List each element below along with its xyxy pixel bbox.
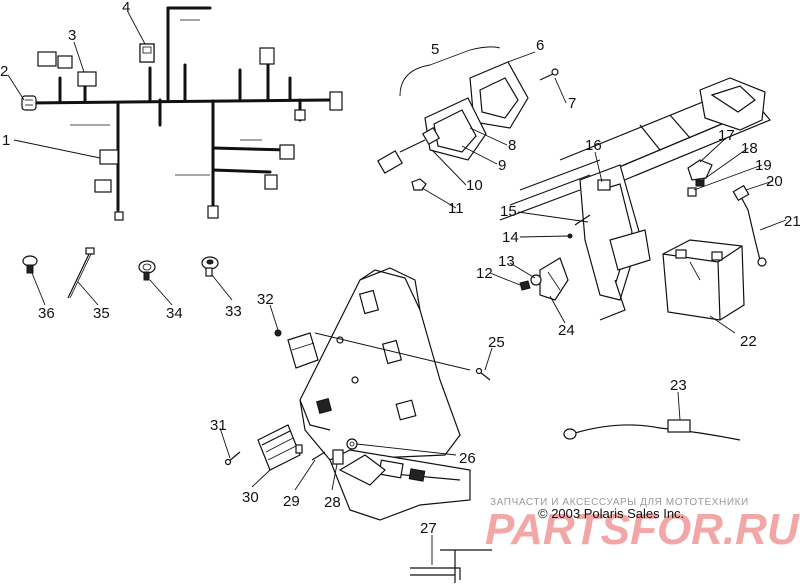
nut-11 <box>411 178 427 191</box>
callout-36: 36 <box>38 305 55 322</box>
mounting-plate <box>299 267 461 461</box>
callout-26: 26 <box>459 450 476 467</box>
callout-10: 10 <box>466 177 483 194</box>
callout-33: 33 <box>225 303 242 320</box>
battery-cable-21 <box>732 184 767 267</box>
callout-19: 19 <box>755 157 772 174</box>
callout-2: 2 <box>0 63 8 80</box>
spacer-28 <box>332 449 344 465</box>
callout-24: 24 <box>558 322 575 339</box>
callout-1: 1 <box>2 132 10 149</box>
screw-7 <box>539 68 559 81</box>
bolt-25 <box>475 367 491 381</box>
callout-11: 11 <box>448 200 464 217</box>
callout-12: 12 <box>476 265 493 282</box>
callout-3: 3 <box>68 27 76 44</box>
rectifier-32 <box>274 329 319 369</box>
callout-28: 28 <box>324 494 341 511</box>
callout-22: 22 <box>740 333 757 350</box>
callout-4: 4 <box>122 0 130 16</box>
callout-7: 7 <box>568 95 576 112</box>
callout-5: 5 <box>431 41 439 58</box>
taillight-bulb-socket <box>377 126 441 174</box>
callout-21: 21 <box>784 213 800 230</box>
callout-13: 13 <box>498 253 515 270</box>
callout-18: 18 <box>741 140 758 157</box>
strap-15 <box>574 214 591 226</box>
callout-27: 27 <box>420 520 437 537</box>
callout-35: 35 <box>93 305 110 322</box>
screw-31 <box>224 451 241 466</box>
callout-8: 8 <box>508 137 516 154</box>
regulator-30 <box>257 424 303 471</box>
battery-22 <box>662 239 745 321</box>
relay-4 <box>139 43 155 63</box>
callout-6: 6 <box>536 37 544 54</box>
callout-29: 29 <box>283 493 300 510</box>
copyright-text: © 2003 Polaris Sales Inc. <box>538 506 684 521</box>
battery-box-mount-16 <box>579 164 651 321</box>
callout-30: 30 <box>242 489 259 506</box>
bracket-5 <box>399 46 501 97</box>
nut-19 <box>687 187 697 197</box>
frame-tube <box>499 77 771 221</box>
callout-25: 25 <box>488 334 505 351</box>
callout-numbers: 1 2 3 4 5 6 7 8 9 10 11 12 13 14 15 16 1… <box>0 0 800 537</box>
leader-lines <box>7 11 787 565</box>
watermark-brand: PARTSFOR.RU <box>485 505 800 554</box>
relay-connector-3 <box>77 71 97 87</box>
callout-15: 15 <box>500 203 517 220</box>
callout-32: 32 <box>257 291 274 308</box>
callout-14: 14 <box>502 229 519 246</box>
grommet-36 <box>22 255 38 274</box>
bracket-24 <box>539 257 569 301</box>
callout-17: 17 <box>718 127 735 144</box>
taillight-housing <box>424 61 529 161</box>
washer-26 <box>346 438 358 450</box>
callout-34: 34 <box>166 305 183 322</box>
cable-tie-35 <box>67 247 95 299</box>
bolt-29 <box>311 451 326 461</box>
frame-lower <box>329 449 471 521</box>
bolt-18 <box>695 179 705 187</box>
cover-17 <box>687 159 713 181</box>
screw-12 <box>519 280 531 291</box>
clip-34 <box>138 260 156 281</box>
callout-9: 9 <box>498 157 506 174</box>
screw-14 <box>567 233 573 239</box>
callout-20: 20 <box>766 173 783 190</box>
callout-23: 23 <box>670 377 687 394</box>
callout-31: 31 <box>210 417 227 434</box>
watermark-caption: ЗАПЧАСТИ И АКСЕССУАРЫ ДЛЯ МОТОТЕХНИКИ <box>490 497 749 508</box>
bracket-27 <box>410 549 492 583</box>
ground-cable-23 <box>563 419 741 441</box>
callout-16: 16 <box>585 137 602 154</box>
clip-33 <box>201 256 219 277</box>
harness-connector-2 <box>21 95 37 111</box>
